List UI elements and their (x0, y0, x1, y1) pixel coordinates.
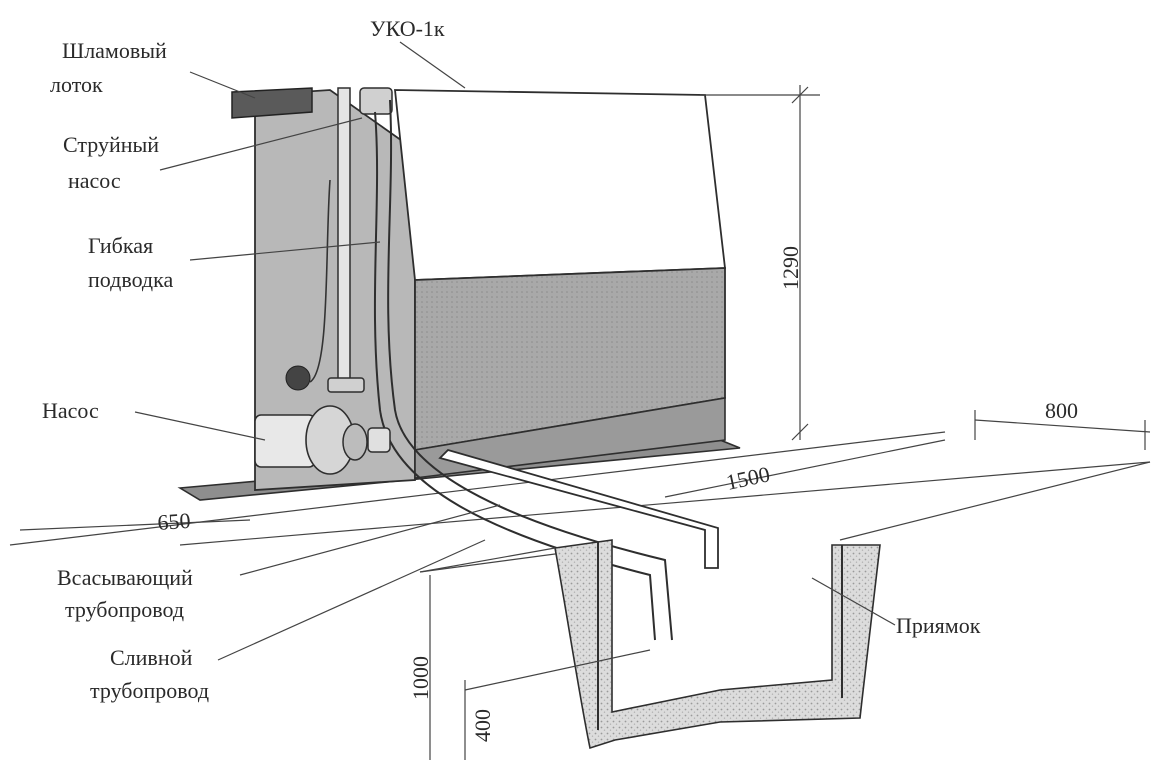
pump (254, 377, 391, 475)
label-suction-pipe-1: Всасывающий (57, 565, 193, 590)
tank-bottom-strip (414, 397, 726, 479)
jet-pump (285, 87, 673, 641)
suction-pipe (438, 448, 719, 569)
leader-lines (134, 41, 896, 661)
label-pump: Насос (42, 398, 99, 423)
label-unit: УКО-1к (370, 16, 445, 41)
dim-length: 1500 (724, 461, 772, 495)
label-jet-pump-1: Струйный (63, 132, 159, 157)
label-sludge-tray-1: Шламовый (62, 38, 167, 63)
tank-back-wall (393, 89, 727, 281)
label-sludge-tray-2: лоток (50, 72, 103, 97)
dim-pit-depth: 1000 (408, 656, 433, 700)
dim-height: 1290 (778, 246, 803, 290)
label-jet-pump-2: насос (68, 168, 121, 193)
sludge-tray (231, 87, 313, 119)
label-suction-pipe-2: трубопровод (65, 597, 184, 622)
label-flex-hose-1: Гибкая (88, 233, 153, 258)
label-flex-hose-2: подводка (88, 267, 173, 292)
label-drain-pipe-2: трубопровод (90, 678, 209, 703)
dim-depth-side: 650 (157, 508, 192, 535)
dimension-lines (19, 85, 1151, 760)
label-pit: Приямок (896, 613, 981, 638)
dim-width: 800 (1045, 398, 1078, 423)
label-drain-pipe-1: Сливной (110, 645, 193, 670)
floor-lines (9, 431, 1151, 573)
dim-pipe-level: 400 (470, 709, 495, 742)
